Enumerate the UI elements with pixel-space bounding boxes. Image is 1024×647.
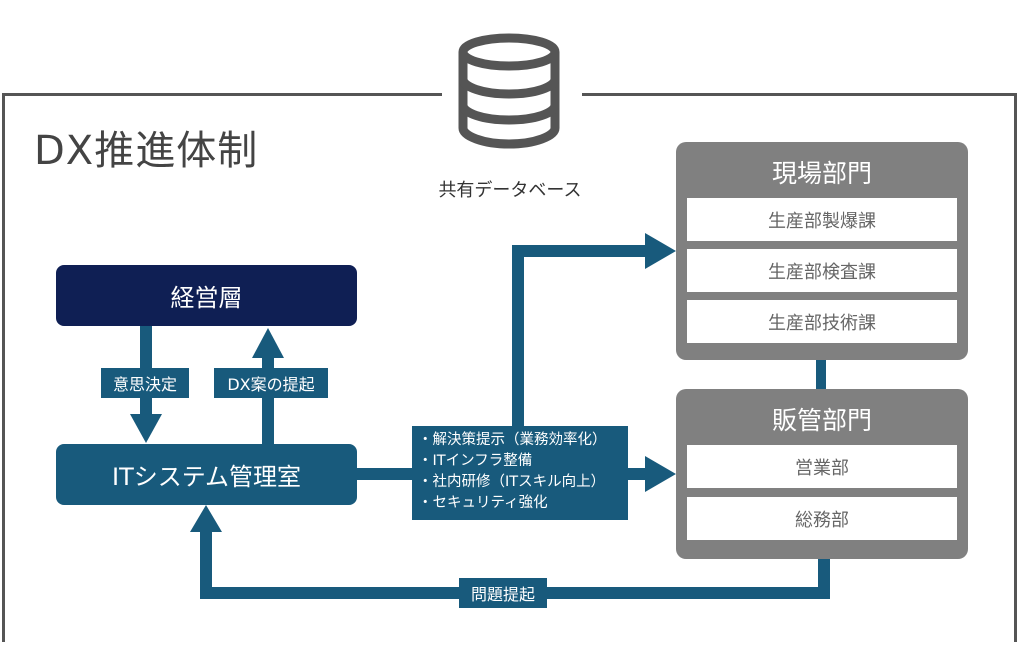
proposal-label: DX案の提起 — [214, 368, 328, 398]
management-box: 経営層 — [56, 265, 357, 326]
arrow-it-prod-vertical — [512, 245, 524, 430]
arrow-decision-head — [130, 414, 162, 443]
it-office-box: ITシステム管理室 — [56, 444, 357, 505]
dept-unit: 総務部 — [687, 497, 957, 540]
sales-dept-box: 販管部門 営業部 総務部 — [676, 389, 968, 559]
dept-connector — [816, 360, 826, 389]
diagram-title: DX推進体制 — [34, 128, 259, 174]
it-actions-list: ・解決策提示（業務効率化） ・ITインフラ整備 ・社内研修（ITスキル向上） ・… — [412, 426, 628, 520]
dept-unit: 生産部製爆課 — [687, 198, 957, 241]
decision-label: 意思決定 — [101, 368, 189, 398]
issue-label: 問題提起 — [459, 578, 547, 608]
sales-dept-title: 販管部門 — [771, 406, 872, 435]
dept-unit: 営業部 — [687, 445, 957, 488]
arrow-proposal-head — [252, 328, 284, 358]
arrow-issue-head — [190, 505, 222, 532]
it-action-item: ・セキュリティ強化 — [418, 495, 548, 511]
database-label: 共有データベース — [438, 180, 582, 201]
arrow-it-prod-horizontal — [512, 245, 647, 257]
production-dept-title: 現場部門 — [771, 159, 872, 188]
dept-unit: 生産部技術課 — [687, 300, 957, 343]
database-icon — [458, 33, 560, 149]
production-dept-box: 現場部門 生産部製爆課 生産部検査課 生産部技術課 — [676, 142, 968, 360]
arrow-it-sales-head — [645, 456, 676, 492]
it-action-item: ・社内研修（ITスキル向上） — [418, 474, 606, 490]
arrow-issue-left — [200, 530, 212, 599]
dept-unit: 生産部検査課 — [687, 249, 957, 292]
arrow-it-prod-head — [645, 233, 676, 269]
it-action-item: ・解決策提示（業務効率化） — [418, 432, 607, 448]
it-action-item: ・ITインフラ整備 — [418, 453, 533, 469]
